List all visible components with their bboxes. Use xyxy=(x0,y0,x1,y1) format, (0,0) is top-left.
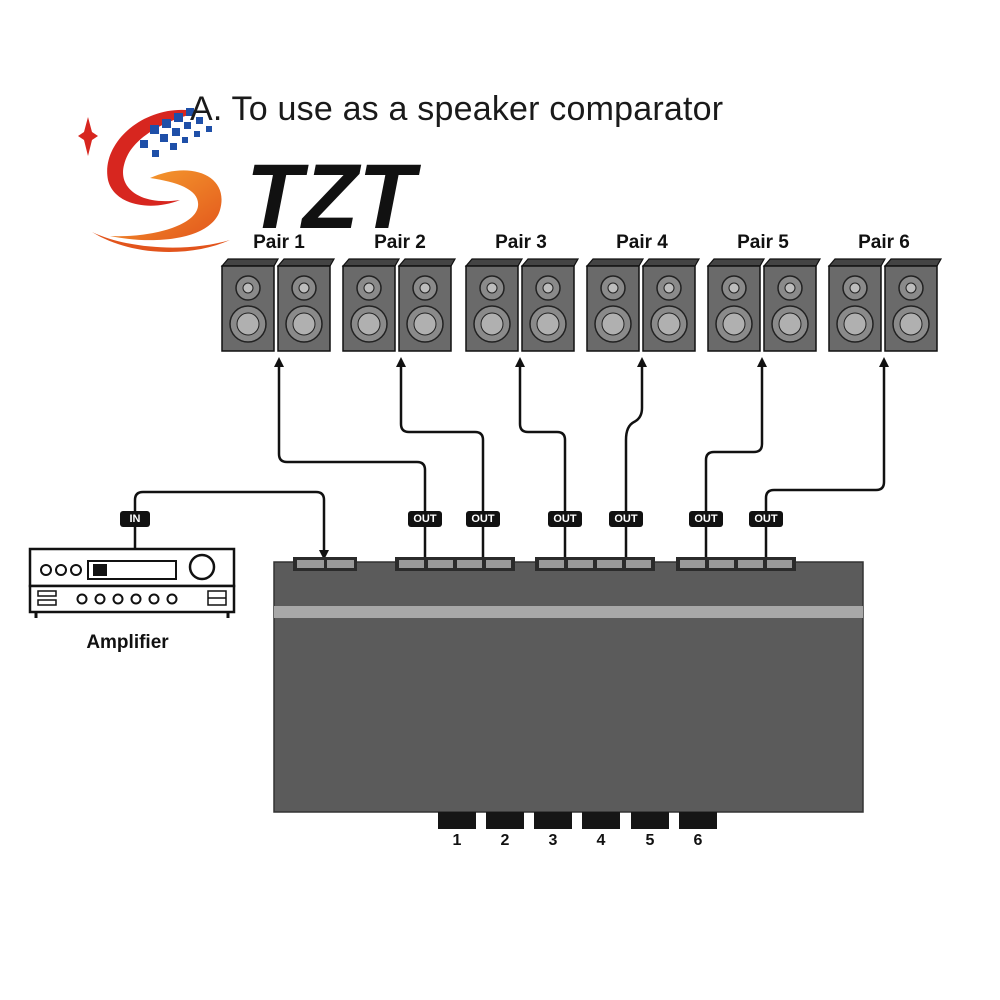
button-number-1: 1 xyxy=(452,832,462,849)
wire-pair-5 xyxy=(704,357,767,560)
speaker-pair-3-right xyxy=(520,258,580,352)
speaker-pair-6-left xyxy=(827,258,887,352)
speaker-pair-3-left xyxy=(464,258,524,352)
logo-pixels xyxy=(140,108,212,157)
output-terminal-block-2 xyxy=(535,557,655,571)
button-number-3: 3 xyxy=(548,832,558,849)
selector-button-3[interactable] xyxy=(534,812,572,829)
speaker-pair-2-left xyxy=(341,258,401,352)
output-tag-1: OUT xyxy=(408,511,442,527)
speaker-pair-2-right xyxy=(397,258,457,352)
logo-swoosh-tail xyxy=(92,232,230,252)
speaker-group xyxy=(220,258,943,352)
output-terminal-block-1 xyxy=(395,557,515,571)
logo-text: TZT xyxy=(246,146,421,248)
speaker-pair-4-left xyxy=(585,258,645,352)
output-tag-2: OUT xyxy=(466,511,500,527)
pair-6-label: Pair 6 xyxy=(858,232,910,253)
wire-pair-1 xyxy=(274,357,427,560)
pair-2-label: Pair 2 xyxy=(374,232,426,253)
speaker-pair-1-left xyxy=(220,258,280,352)
logo-sparkle xyxy=(78,117,98,156)
output-tag-4: OUT xyxy=(609,511,643,527)
wire-group xyxy=(133,357,889,560)
pair-3-label: Pair 3 xyxy=(495,232,547,253)
logo-swoosh-red xyxy=(107,109,200,206)
logo-swoosh-orange xyxy=(110,170,222,241)
selector-button-2[interactable] xyxy=(486,812,524,829)
switch-device xyxy=(273,557,864,829)
speaker-pair-5-right xyxy=(762,258,822,352)
output-tag-5: OUT xyxy=(689,511,723,527)
wire-pair-2 xyxy=(396,357,485,560)
selector-button-6[interactable] xyxy=(679,812,717,829)
output-tag-6: OUT xyxy=(749,511,783,527)
pair-4-label: Pair 4 xyxy=(616,232,668,253)
wire-pair-3 xyxy=(515,357,567,560)
button-number-4: 4 xyxy=(596,832,606,849)
speaker-pair-1-right xyxy=(276,258,336,352)
wire-pair-4 xyxy=(624,357,647,560)
button-number-6: 6 xyxy=(693,832,703,849)
button-number-5: 5 xyxy=(645,832,655,849)
selector-button-1[interactable] xyxy=(438,812,476,829)
output-terminal-block-3 xyxy=(676,557,796,571)
button-number-2: 2 xyxy=(500,832,510,849)
amplifier-drawing xyxy=(28,547,236,618)
tzt-logo: TZT xyxy=(78,108,421,252)
wire-amp-to-input xyxy=(133,490,329,560)
page-title: A. To use as a speaker comparator xyxy=(190,90,724,128)
wire-pair-6 xyxy=(764,357,889,560)
pair-1-label: Pair 1 xyxy=(253,232,305,253)
input-tag: IN xyxy=(120,511,150,527)
speaker-pair-4-right xyxy=(641,258,701,352)
selector-button-5[interactable] xyxy=(631,812,669,829)
amplifier-label: Amplifier xyxy=(86,632,169,653)
speaker-pair-5-left xyxy=(706,258,766,352)
selector-button-4[interactable] xyxy=(582,812,620,829)
input-terminal xyxy=(293,557,357,571)
output-tag-3: OUT xyxy=(548,511,582,527)
pair-5-label: Pair 5 xyxy=(737,232,789,253)
speaker-pair-6-right xyxy=(883,258,943,352)
